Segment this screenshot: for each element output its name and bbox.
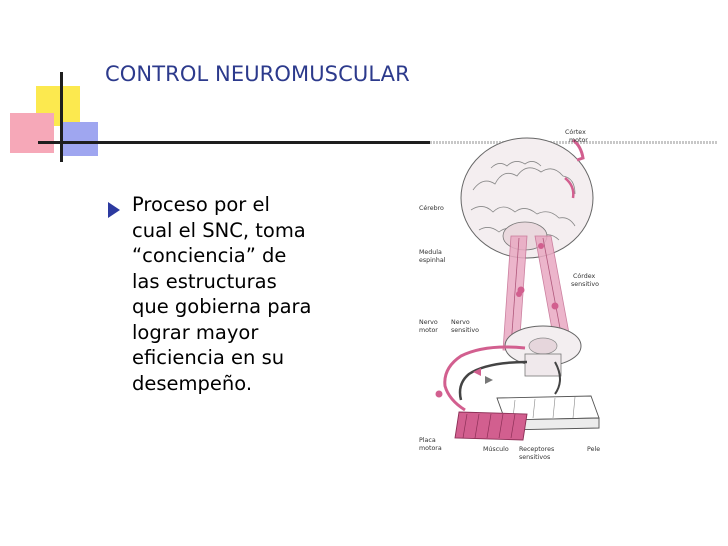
peripheral-nerves [435,291,561,412]
label-nervo-sensitivo-1: Nervo [451,319,470,326]
bullet-line: desempeño. [132,371,253,395]
label-receptores-1: Receptores [519,446,554,453]
muscle-illustration [454,411,528,441]
label-medula-2: espinhal [419,257,446,264]
label-medula-1: Medula [419,249,442,256]
title-rule [100,141,430,144]
label-cortex-sensitivo-2: sensitivo [571,281,599,288]
neuromuscular-diagram: Córtex motor Cérebro Medula espinhal Cór… [415,118,615,468]
bullet-line: las estructuras [132,269,277,293]
skin-receptor-block [496,395,600,431]
bullet-line: eficiencia en su [132,346,285,369]
bullet-line: lograr mayor [132,320,259,344]
label-nervo-sensitivo-2: sensitivo [451,327,479,334]
label-placa-1: Placa [419,437,436,444]
label-cortex-sensitivo-1: Córdex [573,272,595,280]
label-nervo-motor-2: motor [419,327,438,334]
bullet-line: cual el SNC, toma [132,218,306,242]
label-placa-2: motora [419,445,442,452]
bullet-line: “conciencia” de [132,244,287,267]
bullet-marker-icon [108,202,120,218]
decor-horizontal-line [38,141,100,144]
bullet-line: Proceso por el [132,193,270,216]
neuromuscular-diagram-svg: Córtex motor Cérebro Medula espinhal Cór… [419,128,600,461]
label-cortex-motor-2: motor [569,137,588,144]
label-nervo-motor-1: Nervo [419,319,438,326]
decor-vertical-line [60,72,63,162]
label-pele: Pele [587,446,600,453]
label-cerebro: Cérebro [419,204,444,212]
decor-pink-square [10,113,54,153]
spinal-cord-section [504,325,582,377]
label-musculo: Músculo [483,445,509,453]
label-receptores-2: sensitivos [519,454,550,461]
bullet-text: Proceso por el cual el SNC, toma “concie… [132,192,382,396]
bullet-line: que gobierna para [132,295,312,318]
label-cortex-motor-1: Córtex [565,128,586,136]
decor-blue-square [62,122,98,156]
slide-title: CONTROL NEUROMUSCULAR [105,62,410,86]
